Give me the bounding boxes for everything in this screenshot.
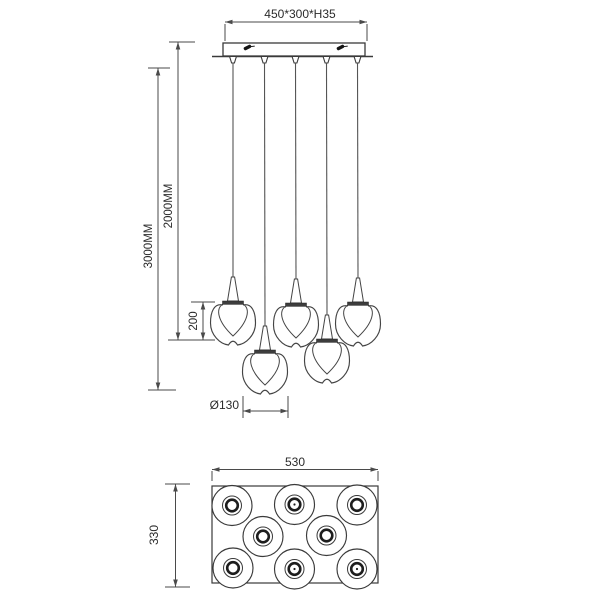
dim-canopy: 450*300*H35 [224, 7, 368, 41]
lamp-inner-heart [218, 303, 248, 337]
dimension-arrow [175, 42, 181, 50]
pendant-lamp [241, 325, 289, 395]
socket-inner-ring [225, 560, 241, 576]
dim-overall-drop: 3000MM [143, 67, 176, 391]
cord-grip [260, 55, 269, 64]
lamp-glass-sphere [241, 353, 289, 395]
socket-inner-ring [349, 497, 365, 513]
lamp-inner-heart [281, 305, 311, 339]
lamp-inner-heart [343, 304, 373, 338]
shade-bottom-circle [242, 515, 284, 558]
socket-outer-ring [284, 494, 305, 515]
socket-inner-ring [255, 529, 271, 544]
dim-bottom-depth: 330 [147, 483, 190, 588]
lamp-glass-sphere [209, 304, 257, 346]
shade-bottom-circle [211, 484, 253, 527]
pendant-lamp [209, 276, 257, 346]
pendant-cord [263, 62, 266, 327]
shade-height-label: 200 [188, 311, 200, 330]
dimension-arrow [200, 332, 206, 340]
socket-outer-ring [253, 526, 273, 547]
bottom-shades [211, 483, 378, 590]
dimension-arrow [173, 579, 178, 587]
lamp-collar [347, 301, 369, 306]
screw-tip [250, 45, 255, 48]
dim-shade-height: 200 [188, 301, 215, 340]
bottom-view: 530 330 [147, 455, 379, 590]
lamp-cone [258, 325, 272, 351]
dimension-arrow [155, 382, 161, 390]
socket-outer-ring [316, 525, 337, 546]
socket-outer-ring [284, 559, 305, 579]
lamp-cone [289, 278, 303, 304]
lamp-collar [222, 300, 244, 305]
cord-grip [353, 55, 362, 64]
dimension-arrow [370, 467, 378, 472]
dimension-arrow [225, 19, 233, 25]
pendant-cord [325, 62, 328, 316]
cord-grip [322, 55, 331, 64]
socket-inner-ring [224, 498, 240, 513]
shade-bottom-circle [273, 483, 316, 526]
overall-drop-label: 3000MM [143, 224, 155, 269]
dim-cord-drop: 2000MM [163, 41, 215, 341]
lamp-inner-heart [250, 352, 280, 386]
screw-tip [343, 45, 348, 48]
socket-outer-ring [347, 559, 367, 579]
dimension-arrow [173, 484, 178, 492]
lamp-glass-sphere [303, 342, 351, 384]
lamp-cone [351, 277, 365, 303]
pendant-lamp [272, 278, 320, 348]
cord-drop-label: 2000MM [163, 184, 175, 229]
shade-bottom-circle [212, 547, 254, 589]
dimension-arrow [212, 467, 220, 472]
cord-grip [228, 55, 238, 64]
socket-inner-ring [319, 528, 334, 543]
shade-diameter-label: Ø130 [210, 398, 240, 412]
socket-outer-ring [222, 495, 242, 516]
canopy [212, 42, 373, 58]
lamp-collar [316, 338, 338, 343]
screw-head [243, 44, 252, 51]
pendant-lamp [334, 277, 382, 347]
socket-center-dot [355, 567, 359, 571]
lamp-inner-heart [312, 341, 342, 375]
pendant-cord [294, 62, 297, 280]
bottom-width-label: 530 [285, 455, 305, 469]
dim-bottom-width: 530 [211, 455, 379, 481]
lamp-cone [226, 276, 240, 302]
pendant-cords [228, 55, 362, 327]
lamp-collar [285, 302, 307, 307]
dimension-arrow [280, 408, 288, 414]
shade-bottom-circle [336, 548, 378, 590]
dim-shade-diameter: Ø130 [210, 396, 289, 418]
lamp-glass-sphere [272, 306, 320, 348]
socket-center-dot [293, 503, 296, 506]
lamp-collar [254, 349, 276, 354]
dimension-arrow [155, 68, 161, 76]
socket-center-dot [293, 567, 296, 571]
dimension-arrow [359, 19, 367, 25]
shade-bottom-circle [273, 548, 316, 590]
shade-bottom-circle [305, 514, 348, 557]
screw-icon [336, 44, 348, 51]
canopy-dimension-label: 450*300*H35 [264, 7, 336, 21]
pendant-lamps [209, 276, 382, 395]
shade-bottom-circle [336, 484, 378, 526]
socket-outer-ring [347, 495, 367, 515]
dimension-arrow [175, 332, 181, 340]
screw-icon [243, 44, 255, 51]
lamp-glass-sphere [334, 305, 382, 347]
screw-head [336, 44, 345, 51]
bottom-depth-label: 330 [147, 525, 161, 545]
dimension-arrow [200, 302, 206, 310]
lamp-cone [320, 314, 334, 340]
dimension-arrow [243, 408, 251, 414]
pendant-lamp [303, 314, 351, 384]
pendant-cord [356, 62, 359, 279]
socket-outer-ring [223, 558, 243, 578]
cord-grip [291, 55, 300, 64]
